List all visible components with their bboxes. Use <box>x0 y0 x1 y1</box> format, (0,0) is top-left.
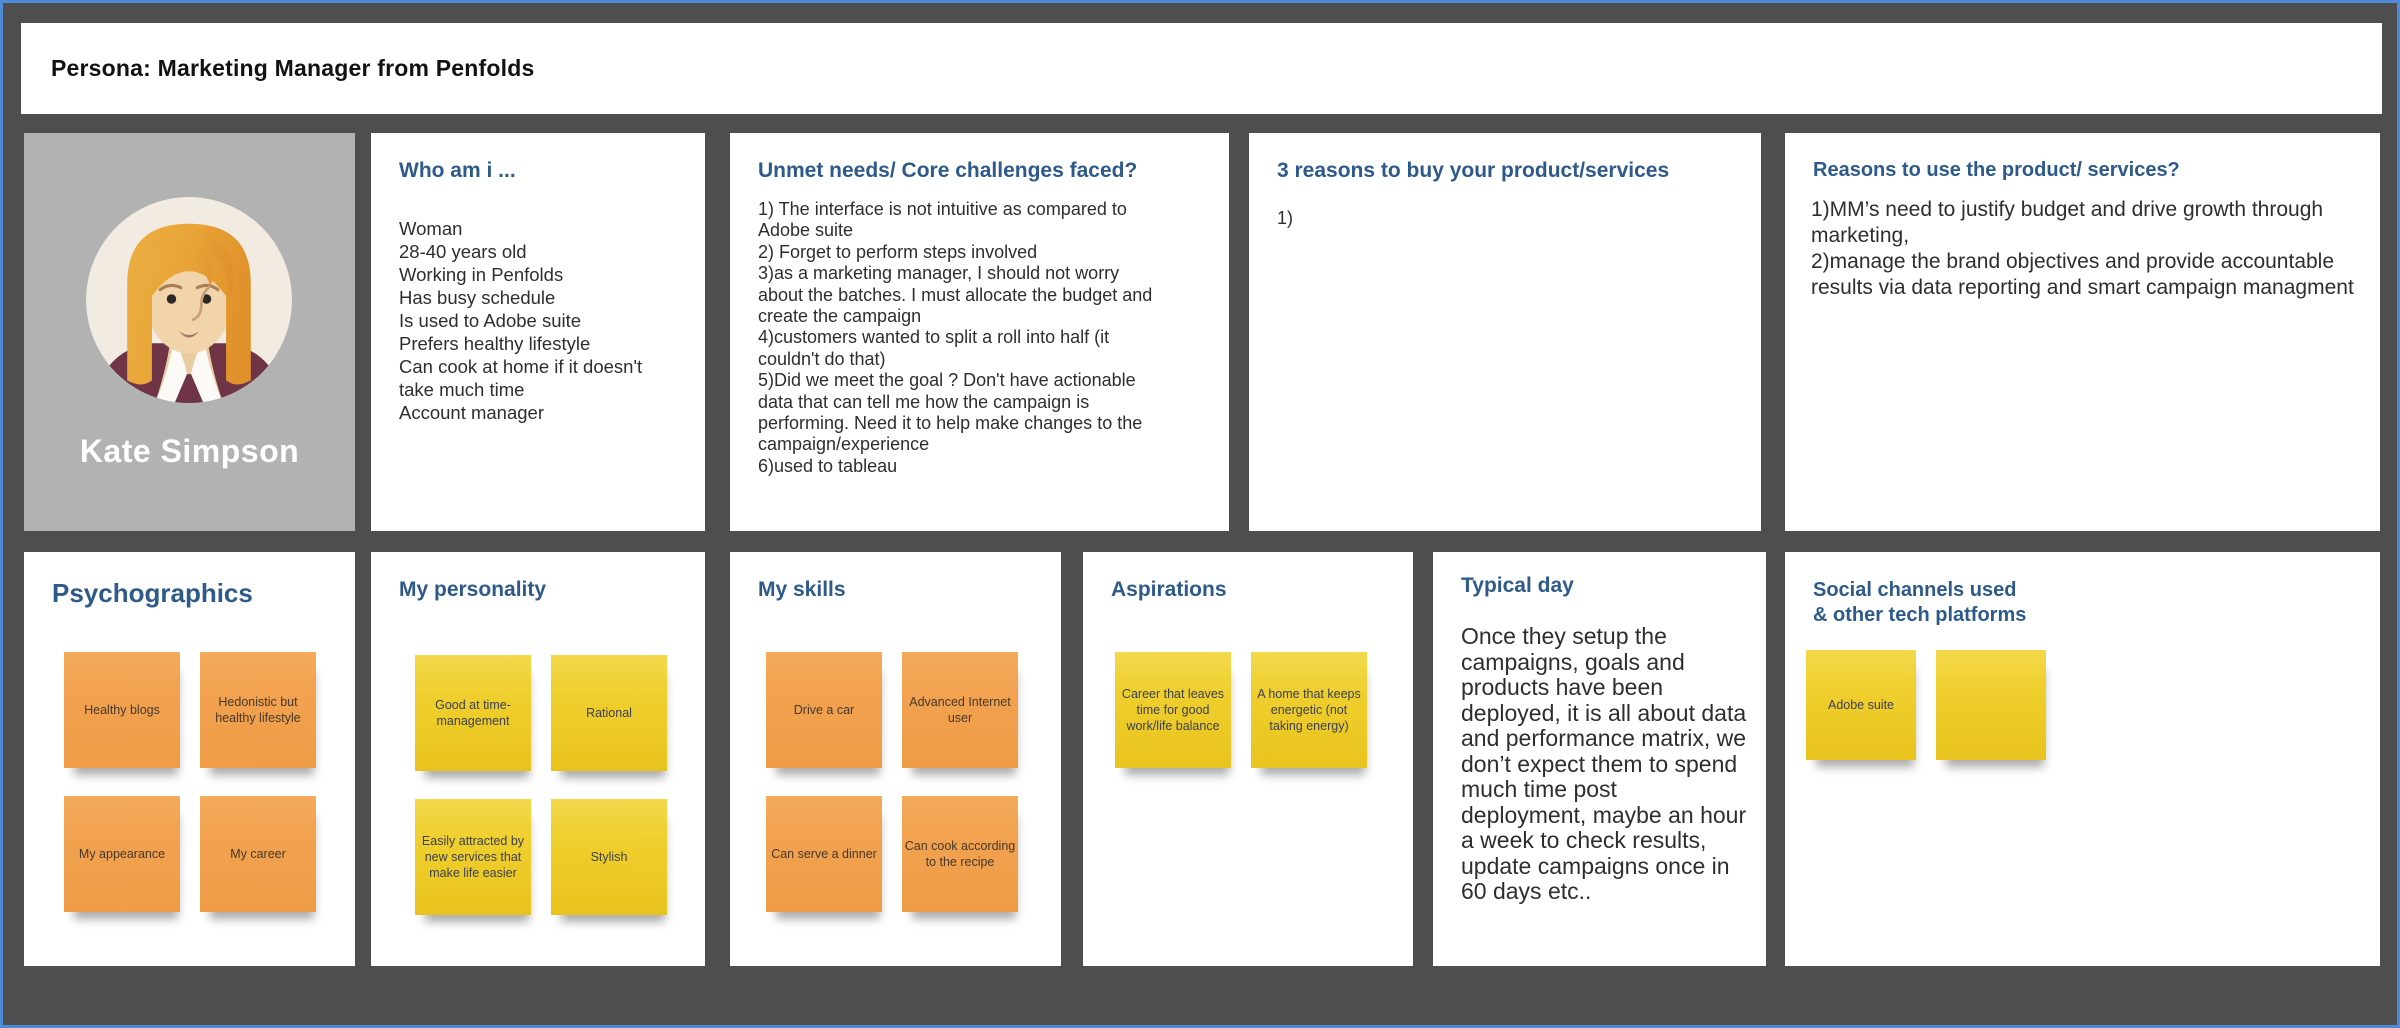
sticky-note[interactable]: Good at time-management <box>415 655 531 771</box>
card-body: Woman 28-40 years old Working in Penfold… <box>399 218 643 423</box>
sticky-note[interactable]: Advanced Internet user <box>902 652 1018 768</box>
sticky-note-empty[interactable] <box>1936 650 2046 760</box>
sticky-note[interactable]: My career <box>200 796 316 912</box>
woman-avatar-icon <box>86 197 292 403</box>
sticky-note-text: Easily attracted by new services that ma… <box>421 834 525 880</box>
sticky-note[interactable]: A home that keeps energetic (not taking … <box>1251 652 1367 768</box>
sticky-note[interactable]: Drive a car <box>766 652 882 768</box>
card-title: Reasons to use the product/ services? <box>1813 159 2180 181</box>
card-title: My personality <box>399 578 547 601</box>
sticky-note-text: Healthy blogs <box>84 703 160 717</box>
sticky-note-grid: Career that leaves time for good work/li… <box>1115 652 1367 768</box>
sticky-note[interactable]: Easily attracted by new services that ma… <box>415 799 531 915</box>
card-who-am-i[interactable]: Who am i ... Woman 28-40 years old Worki… <box>371 133 705 531</box>
sticky-note-text: Hedonistic but healthy lifestyle <box>215 695 301 725</box>
card-title: 3 reasons to buy your product/services <box>1277 159 1670 182</box>
persona-avatar-image <box>86 197 292 403</box>
card-title: Psychographics <box>52 578 253 608</box>
sticky-note[interactable]: Career that leaves time for good work/li… <box>1115 652 1231 768</box>
sticky-note[interactable]: Can serve a dinner <box>766 796 882 912</box>
card-my-skills[interactable]: My skills Drive a car Advanced Internet … <box>730 552 1061 966</box>
sticky-note-text: Adobe suite <box>1827 698 1895 712</box>
sticky-note-text: My career <box>230 847 286 861</box>
sticky-note[interactable]: Stylish <box>551 799 667 915</box>
sticky-note-text: Rational <box>586 706 632 720</box>
card-title: Who am i ... <box>399 159 516 182</box>
sticky-note-text: Stylish <box>590 850 628 864</box>
card-my-personality[interactable]: My personality Good at time-management R… <box>371 552 705 966</box>
sticky-note-grid: Adobe suite <box>1806 650 2046 760</box>
card-reasons-to-use[interactable]: Reasons to use the product/ services? 1)… <box>1785 133 2380 531</box>
card-title: Typical day <box>1461 574 1574 597</box>
card-three-reasons[interactable]: 3 reasons to buy your product/services 1… <box>1249 133 1761 531</box>
sticky-note[interactable]: Healthy blogs <box>64 652 180 768</box>
card-title: Social channels used & other tech platfo… <box>1813 579 2027 626</box>
board-title: Persona: Marketing Manager from Penfolds <box>51 55 535 81</box>
card-body: Once they setup the campaigns, goals and… <box>1461 623 1747 904</box>
card-unmet-needs[interactable]: Unmet needs/ Core challenges faced? 1) T… <box>730 133 1229 531</box>
sticky-note-text: Drive a car <box>793 703 855 717</box>
sticky-note-text: Can serve a dinner <box>771 847 877 861</box>
sticky-note-text: My appearance <box>78 847 166 861</box>
sticky-note-text: Can cook according to the recipe <box>904 839 1016 869</box>
card-psychographics[interactable]: Psychographics Healthy blogs Hedonistic … <box>24 552 355 966</box>
card-aspirations[interactable]: Aspirations Career that leaves time for … <box>1083 552 1413 966</box>
card-title: My skills <box>758 578 846 601</box>
card-body: 1) The interface is not intuitive as com… <box>758 199 1153 476</box>
sticky-note-text: A home that keeps energetic (not taking … <box>1257 687 1361 733</box>
sticky-note[interactable]: Hedonistic but healthy lifestyle <box>200 652 316 768</box>
sticky-note[interactable]: My appearance <box>64 796 180 912</box>
sticky-note[interactable]: Adobe suite <box>1806 650 1916 760</box>
card-body: 1) <box>1277 208 1294 228</box>
card-avatar[interactable]: Kate Simpson <box>24 133 355 531</box>
card-title: Aspirations <box>1111 578 1227 601</box>
sticky-note[interactable]: Rational <box>551 655 667 771</box>
sticky-note-grid: Drive a car Advanced Internet user Can s… <box>766 652 1018 912</box>
sticky-note-text: Career that leaves time for good work/li… <box>1121 687 1225 733</box>
sticky-note-grid: Good at time-management Rational Easily … <box>415 655 667 915</box>
sticky-note-grid: Healthy blogs Hedonistic but healthy lif… <box>64 652 316 912</box>
persona-name: Kate Simpson <box>79 433 300 469</box>
board-title-bar[interactable]: Persona: Marketing Manager from Penfolds <box>21 23 2382 114</box>
sticky-note[interactable]: Can cook according to the recipe <box>902 796 1018 912</box>
sticky-note-text: Good at time-management <box>435 698 511 728</box>
sticky-note-text: Advanced Internet user <box>909 695 1011 725</box>
card-social-channels[interactable]: Social channels used & other tech platfo… <box>1785 552 2380 966</box>
card-typical-day[interactable]: Typical day Once they setup the campaign… <box>1433 552 1766 966</box>
card-title: Unmet needs/ Core challenges faced? <box>758 159 1138 182</box>
card-body: 1)MM’s need to justify budget and drive … <box>1811 198 2354 299</box>
